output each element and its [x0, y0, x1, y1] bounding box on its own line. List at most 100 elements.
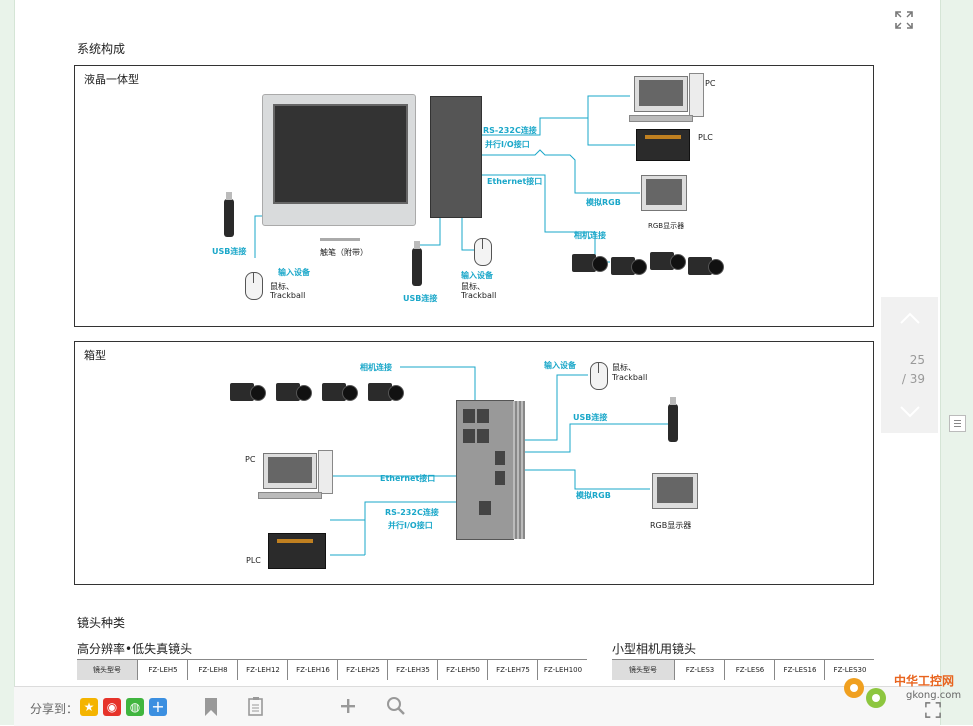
- zoom-in-icon[interactable]: [340, 698, 356, 714]
- label-rs232c-box: RS-232C连接: [385, 508, 439, 517]
- total-page-count: / 39: [901, 372, 925, 386]
- table-cell: FZ-LEH12: [237, 660, 288, 680]
- table-cell: FZ-LEH25: [337, 660, 388, 680]
- table-cell: FZ-LEH35: [387, 660, 438, 680]
- page-up-icon[interactable]: [899, 311, 921, 325]
- table-cell: FZ-LES6: [724, 660, 775, 680]
- search-icon[interactable]: [386, 696, 406, 716]
- table-cell: FZ-LEH16: [287, 660, 338, 680]
- label-camera-box: 相机连接: [360, 363, 392, 372]
- mouse-image-box: [590, 362, 608, 390]
- lens-high-res-table: 镜头型号 FZ-LEH5 FZ-LEH8 FZ-LEH12 FZ-LEH16 F…: [77, 659, 587, 680]
- share-weibo-icon[interactable]: ◉: [103, 698, 121, 716]
- gear-logo-icon: [844, 678, 886, 708]
- box-controller-image: [456, 400, 525, 540]
- label-usb-center: USB连接: [403, 294, 438, 303]
- lcd-controller-front: [262, 94, 416, 226]
- label-rgb-monitor-box: RGB显示器: [650, 521, 692, 530]
- pc-image-lcd: [629, 73, 704, 122]
- share-more-icon[interactable]: +: [149, 698, 167, 716]
- bookmark-icon[interactable]: [204, 697, 218, 717]
- side-menu-icon[interactable]: [949, 415, 966, 432]
- label-analog-rgb-box: 模拟RGB: [576, 491, 611, 500]
- label-analog-rgb-lcd: 模拟RGB: [586, 198, 621, 207]
- camera-image: [276, 380, 312, 402]
- mouse-image-center: [474, 238, 492, 266]
- watermark-brand: 中华工控网: [894, 674, 955, 688]
- camera-image: [688, 254, 724, 276]
- page-down-icon[interactable]: [899, 405, 921, 419]
- camera-image: [611, 254, 647, 276]
- label-camera-lcd: 相机连接: [574, 231, 606, 240]
- label-stylus: 触笔（附带）: [320, 248, 368, 257]
- panel-lcd-title: 液晶一体型: [84, 73, 139, 86]
- share-wechat-icon[interactable]: ◍: [126, 698, 144, 716]
- label-mouse-center-2: Trackball: [461, 291, 497, 300]
- label-mouse-left-1: 鼠标、: [270, 282, 294, 291]
- table-cell: FZ-LES30: [824, 660, 875, 680]
- label-usb-box: USB连接: [573, 413, 608, 422]
- page-navigation-panel: 25 / 39: [881, 297, 938, 433]
- label-usb-left: USB连接: [212, 247, 247, 256]
- fullscreen-icon[interactable]: [895, 11, 913, 29]
- rgb-monitor-image-lcd: [641, 175, 687, 211]
- lens-small-title: 小型相机用镜头: [612, 642, 697, 656]
- usb-stick-image-left: [224, 192, 234, 237]
- label-ethernet-lcd: Ethernet接口: [487, 177, 543, 186]
- share-qzone-icon[interactable]: ★: [80, 698, 98, 716]
- table-cell: FZ-LEH50: [437, 660, 488, 680]
- label-mouse-box-1: 鼠标、: [612, 363, 636, 372]
- fullscreen-bottom-icon[interactable]: [925, 702, 941, 718]
- table-header-cell: 镜头型号: [77, 660, 137, 680]
- share-label: 分享到：: [30, 702, 79, 716]
- camera-image: [650, 249, 686, 271]
- label-mouse-center-1: 鼠标、: [461, 282, 485, 291]
- label-rgb-monitor-lcd: RGB显示器: [648, 222, 685, 230]
- label-plc-box: PLC: [246, 556, 261, 565]
- document-copy-icon[interactable]: [247, 696, 265, 716]
- section-title-system: 系统构成: [77, 42, 126, 56]
- table-cell: FZ-LEH75: [487, 660, 538, 680]
- panel-box-title: 箱型: [84, 349, 106, 362]
- usb-stick-image-box: [668, 397, 678, 442]
- table-cell: FZ-LEH5: [137, 660, 188, 680]
- label-input-device-left: 输入设备: [278, 268, 310, 277]
- usb-stick-image-center: [412, 241, 422, 286]
- label-pc-lcd: PC: [705, 79, 716, 88]
- label-mouse-box-2: Trackball: [612, 373, 648, 382]
- camera-image: [230, 380, 266, 402]
- gkong-watermark-logo: 中华工控网 gkong.com: [836, 666, 970, 714]
- watermark-domain: gkong.com: [906, 690, 962, 701]
- bottom-toolbar: 分享到： ★ ◉ ◍ +: [14, 686, 941, 726]
- left-margin-stripe: [0, 0, 15, 725]
- camera-image: [572, 251, 608, 273]
- label-input-device-center: 输入设备: [461, 271, 493, 280]
- table-cell: FZ-LES3: [674, 660, 725, 680]
- plc-image-lcd: [636, 129, 690, 161]
- label-pc-box: PC: [245, 455, 256, 464]
- table-cell: FZ-LES16: [774, 660, 825, 680]
- current-page-number: 25: [909, 353, 925, 367]
- label-parallel-io-box: 并行I/O接口: [388, 521, 433, 530]
- section-title-lens: 镜头种类: [77, 616, 126, 630]
- lens-high-res-title: 高分辨率•低失真镜头: [77, 642, 193, 656]
- label-input-device-box: 输入设备: [544, 361, 576, 370]
- camera-image: [322, 380, 358, 402]
- plc-image-box: [268, 533, 326, 569]
- pc-image-box: [258, 450, 333, 499]
- table-cell: FZ-LEH100: [537, 660, 588, 680]
- label-plc-lcd: PLC: [698, 133, 713, 142]
- table-header-cell: 镜头型号: [612, 660, 674, 680]
- camera-image: [368, 380, 404, 402]
- label-ethernet-box: Ethernet接口: [380, 474, 436, 483]
- lens-small-table: 镜头型号 FZ-LES3 FZ-LES6 FZ-LES16 FZ-LES30: [612, 659, 874, 680]
- lcd-controller-side: [430, 96, 482, 218]
- rgb-monitor-image-box: [652, 473, 698, 509]
- stylus-image: [320, 238, 360, 241]
- right-margin-stripe: [940, 0, 973, 725]
- mouse-image-left: [245, 272, 263, 300]
- label-parallel-io-lcd: 并行I/O接口: [485, 140, 530, 149]
- table-cell: FZ-LEH8: [187, 660, 238, 680]
- label-mouse-left-2: Trackball: [270, 291, 306, 300]
